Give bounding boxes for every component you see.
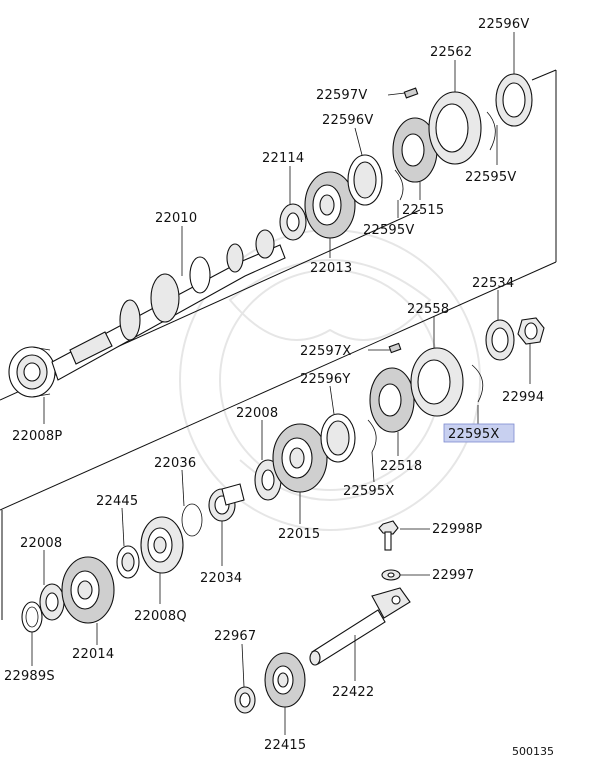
mainshaft-22010 — [51, 229, 286, 381]
highlight-box — [443, 423, 515, 443]
hub-22518 — [369, 367, 415, 433]
gear-22015 — [272, 423, 328, 493]
bushing-22967 — [234, 686, 256, 714]
key-22597V — [403, 87, 419, 99]
label-22558[interactable]: 22558 — [407, 302, 449, 317]
label-22595X-highlighted[interactable]: 22595X — [448, 427, 499, 442]
label-22562[interactable]: 22562 — [430, 45, 472, 60]
label-22595V-right[interactable]: 22595V — [465, 170, 516, 185]
hub-22515 — [392, 117, 438, 183]
label-22034[interactable]: 22034 — [200, 571, 242, 586]
gear-22013 — [304, 171, 356, 239]
label-22597X[interactable]: 22597X — [300, 344, 351, 359]
label-22994[interactable]: 22994 — [502, 390, 544, 405]
ring-22534 — [485, 319, 515, 361]
spring-22595X — [471, 364, 484, 403]
label-22595V-left[interactable]: 22595V — [363, 223, 414, 238]
nut-22994 — [517, 317, 545, 345]
snap-ring-22036 — [181, 503, 203, 537]
synchro-ring-22596Y — [320, 413, 356, 463]
label-22008Q[interactable]: 22008Q — [134, 609, 187, 624]
label-22008-lower[interactable]: 22008 — [20, 536, 62, 551]
snap-ring-22989S — [21, 601, 43, 633]
needle-bearing-22008-lower — [39, 583, 65, 621]
part-labels: 22596V 22562 22597V 22596V 22595V 22114 … — [4, 17, 554, 758]
spring-22595X-lower — [367, 419, 377, 453]
needle-bearing-22114 — [279, 203, 307, 241]
washer-22997 — [381, 569, 401, 581]
label-22967[interactable]: 22967 — [214, 629, 256, 644]
label-22997[interactable]: 22997 — [432, 568, 474, 583]
spring-22595V-left — [394, 169, 404, 201]
label-22998P[interactable]: 22998P — [432, 522, 482, 537]
label-22518[interactable]: 22518 — [380, 459, 422, 474]
label-22015[interactable]: 22015 — [278, 527, 320, 542]
sleeve-22558 — [410, 347, 464, 417]
label-22114[interactable]: 22114 — [262, 151, 304, 166]
label-22597V[interactable]: 22597V — [316, 88, 367, 103]
bearing-22008P — [8, 346, 56, 398]
label-22014[interactable]: 22014 — [72, 647, 114, 662]
gear-22014 — [61, 556, 115, 624]
figure-number: 500135 — [512, 745, 554, 758]
label-22415[interactable]: 22415 — [264, 738, 306, 753]
leader-lines — [31, 32, 531, 735]
bolt-22998P — [378, 520, 399, 551]
label-22989S[interactable]: 22989S — [4, 669, 55, 684]
label-22515[interactable]: 22515 — [402, 203, 444, 218]
label-22008-upper[interactable]: 22008 — [236, 406, 278, 421]
shaft-22422 — [309, 587, 411, 666]
sleeve-22562 — [428, 91, 482, 165]
label-22445[interactable]: 22445 — [96, 494, 138, 509]
label-22013[interactable]: 22013 — [310, 261, 352, 276]
spacer-22034 — [208, 483, 245, 522]
label-22596V-mid[interactable]: 22596V — [322, 113, 373, 128]
label-22422[interactable]: 22422 — [332, 685, 374, 700]
label-22595X-lower[interactable]: 22595X — [343, 484, 394, 499]
key-22597X — [388, 342, 402, 354]
label-22008P[interactable]: 22008P — [12, 429, 62, 444]
label-22534[interactable]: 22534 — [472, 276, 514, 291]
label-22036[interactable]: 22036 — [154, 456, 196, 471]
label-22596Y[interactable]: 22596Y — [300, 372, 351, 387]
synchro-ring-22596V-top — [495, 73, 533, 127]
gear-22415 — [264, 652, 306, 708]
spring-22595V-right — [486, 111, 496, 151]
bearing-22008Q — [140, 516, 184, 574]
label-22596V-top[interactable]: 22596V — [478, 17, 529, 32]
washer-22445 — [116, 545, 140, 579]
label-22010[interactable]: 22010 — [155, 211, 197, 226]
synchro-ring-22596V-mid — [347, 154, 383, 206]
